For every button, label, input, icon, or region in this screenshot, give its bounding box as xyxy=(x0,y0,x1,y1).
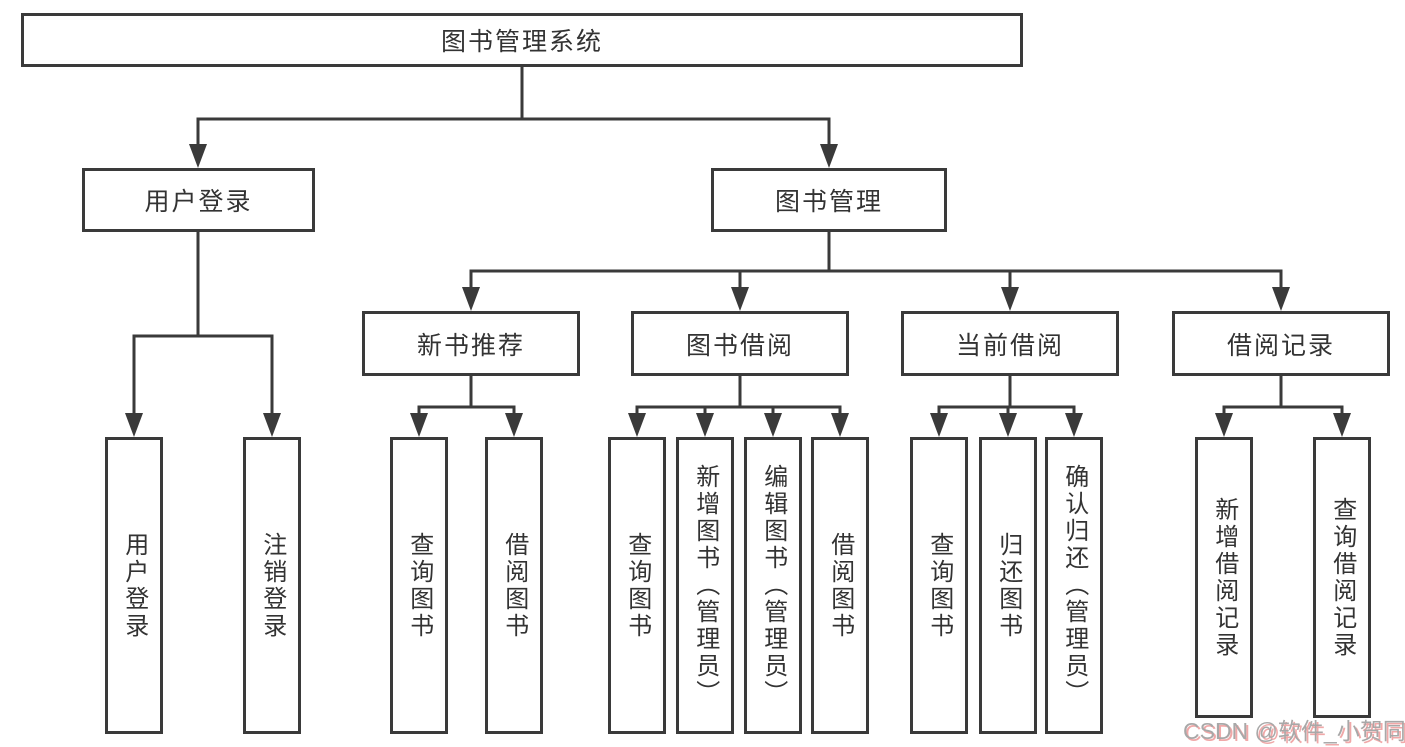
node-label: 新书推荐 xyxy=(416,331,525,360)
leaf-add-book-admin: 新增图书（管理员） xyxy=(676,437,734,734)
node-label: 确认归还（管理员） xyxy=(1060,464,1088,707)
node-label: 图书借阅 xyxy=(685,331,794,360)
node-label: 查询图书 xyxy=(925,531,953,640)
node-book-management: 图书管理 xyxy=(711,168,947,232)
node-root-system: 图书管理系统 xyxy=(21,13,1023,67)
node-label: 用户登录 xyxy=(144,188,253,216)
leaf-query-book-3: 查询图书 xyxy=(910,437,968,734)
leaf-return-book: 归还图书 xyxy=(979,437,1037,734)
leaf-add-borrow-record: 新增借阅记录 xyxy=(1195,437,1253,718)
watermark-text: CSDN @软件_小贺同学 xyxy=(1183,718,1405,744)
node-borrow-record: 借阅记录 xyxy=(1172,311,1390,376)
node-label: 借阅图书 xyxy=(500,531,528,640)
node-label: 查询图书 xyxy=(405,531,433,640)
leaf-query-book-2: 查询图书 xyxy=(608,437,666,734)
node-user-login: 用户登录 xyxy=(82,168,315,232)
leaf-confirm-return-admin: 确认归还（管理员） xyxy=(1045,437,1103,734)
leaf-edit-book-admin: 编辑图书（管理员） xyxy=(744,437,802,734)
leaf-query-borrow-record: 查询借阅记录 xyxy=(1313,437,1371,718)
node-label: 当前借阅 xyxy=(955,331,1064,360)
node-label: 查询图书 xyxy=(623,531,651,640)
node-current-borrow: 当前借阅 xyxy=(901,311,1119,376)
node-label: 图书管理系统 xyxy=(440,28,603,56)
node-label: 借阅图书 xyxy=(826,531,854,640)
node-label: 用户登录 xyxy=(120,531,148,640)
node-label: 新增借阅记录 xyxy=(1210,496,1238,659)
node-label: 图书管理 xyxy=(774,188,883,216)
node-label: 归还图书 xyxy=(994,531,1022,640)
node-new-book-recommend: 新书推荐 xyxy=(362,311,580,376)
node-label: 新增图书（管理员） xyxy=(691,464,719,707)
node-book-borrow: 图书借阅 xyxy=(631,311,849,376)
node-label: 编辑图书（管理员） xyxy=(759,464,787,707)
leaf-borrow-book-2: 借阅图书 xyxy=(811,437,869,734)
leaf-borrow-book-1: 借阅图书 xyxy=(485,437,543,734)
node-label: 查询借阅记录 xyxy=(1328,496,1356,659)
leaf-user-login: 用户登录 xyxy=(105,437,163,734)
leaf-query-book-1: 查询图书 xyxy=(390,437,448,734)
node-label: 注销登录 xyxy=(258,531,286,640)
csdn-watermark: CSDN @软件_小贺同学 xyxy=(1183,712,1405,746)
node-label: 借阅记录 xyxy=(1226,331,1335,360)
leaf-logout: 注销登录 xyxy=(243,437,301,734)
